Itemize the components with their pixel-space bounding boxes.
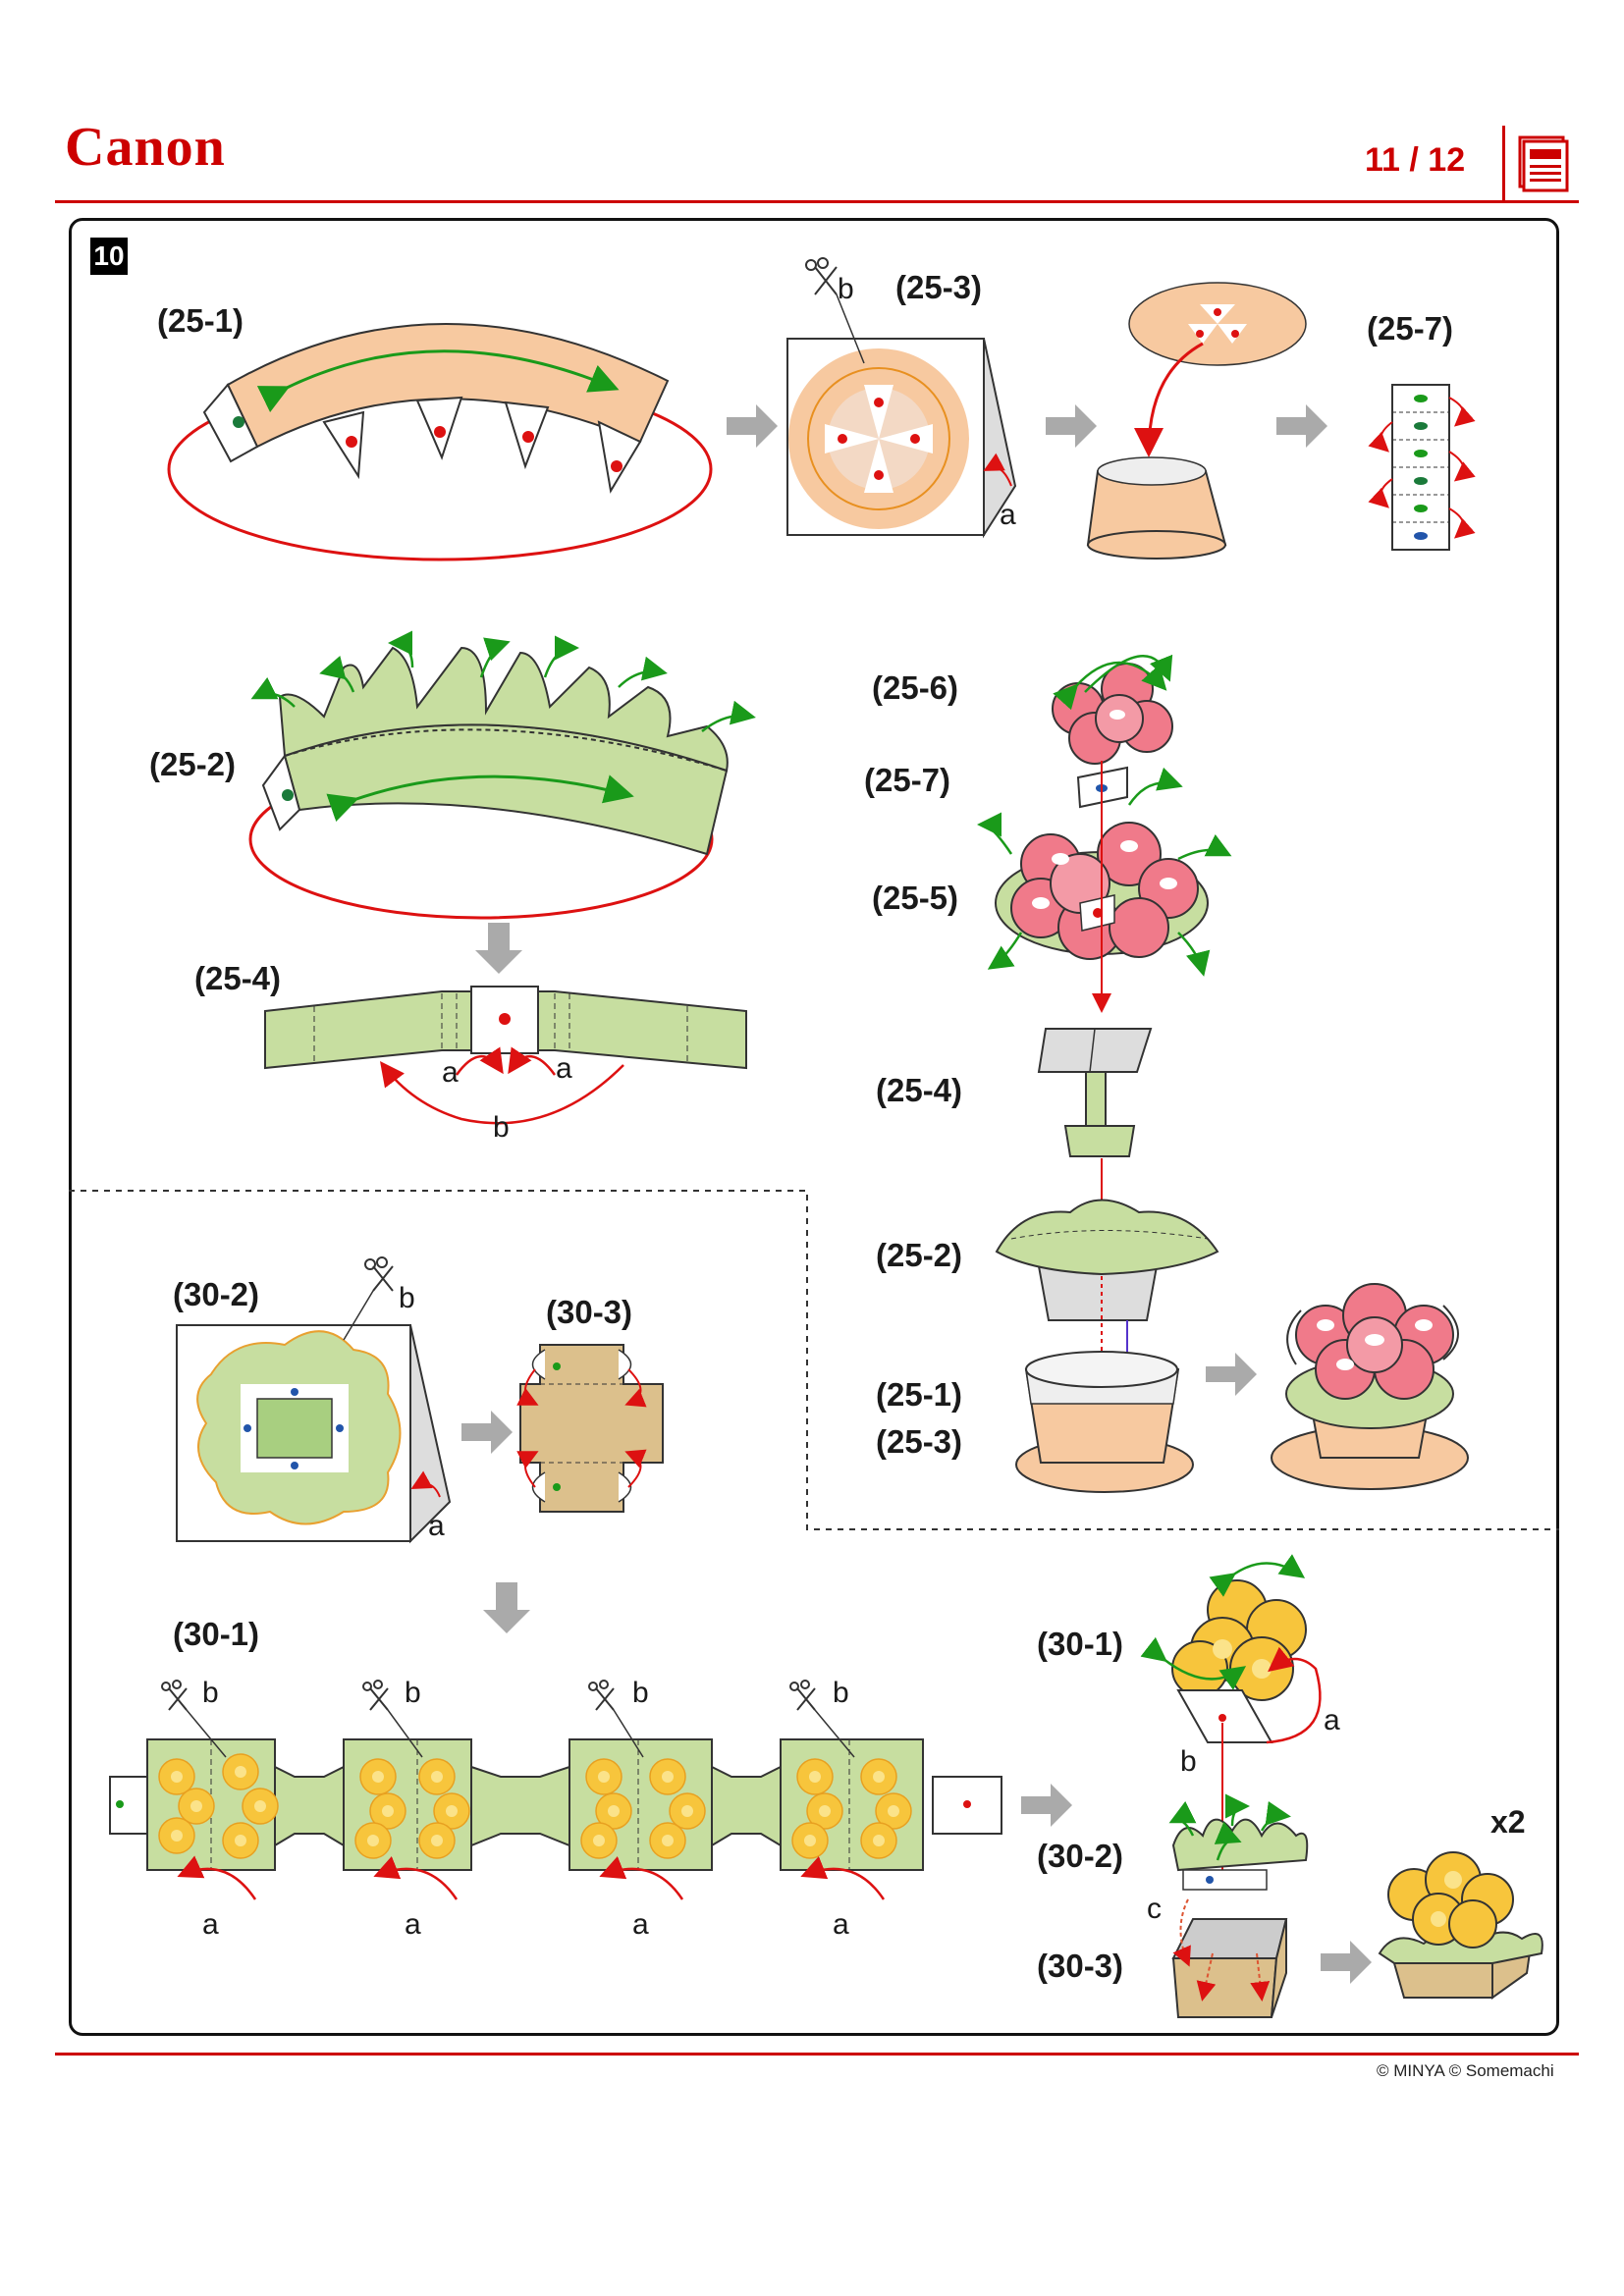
tag-a: a (442, 1056, 459, 1089)
label-25-1-right: (25-1) (876, 1376, 963, 1413)
label-30-3-right: (30-3) (1037, 1948, 1124, 1984)
finished-yellow-flowerbox (1378, 1851, 1543, 2000)
leaves-25-2 (995, 1199, 1219, 1321)
label-25-2: (25-2) (149, 746, 237, 782)
label-25-4: (25-4) (194, 960, 282, 996)
canon-logo: Canon (65, 117, 226, 178)
tag-b: b (632, 1677, 649, 1709)
next-arrow (461, 1411, 513, 1454)
next-arrow (1321, 1941, 1372, 1984)
tag-a: a (202, 1908, 219, 1941)
tag-a: a (405, 1908, 421, 1941)
next-arrow (1206, 1353, 1257, 1396)
next-arrow (727, 404, 778, 448)
label-25-7: (25-7) (864, 762, 951, 798)
box-30-3 (1171, 1898, 1288, 2018)
header-rule (55, 200, 1579, 203)
copyright: © MINYA © Somemachi (1377, 2061, 1554, 2080)
label-25-7-top: (25-7) (1367, 310, 1454, 347)
label-30-1: (30-1) (173, 1616, 260, 1652)
part-25-3 (786, 257, 1017, 539)
finished-pink-flowerpot (1271, 1283, 1469, 1490)
section-divider (69, 1190, 1559, 1530)
tag-b: b (833, 1677, 849, 1709)
tag-a: a (833, 1908, 849, 1941)
tag-a: a (1000, 499, 1016, 531)
pot-25-1-25-3 (1015, 1351, 1194, 1493)
next-arrow (1046, 404, 1097, 448)
label-25-5: (25-5) (872, 880, 959, 916)
tag-b: b (405, 1677, 421, 1709)
multiplier-x2: x2 (1490, 1804, 1526, 1840)
next-arrow (1276, 404, 1327, 448)
label-25-6: (25-6) (872, 669, 959, 706)
tag-b: b (202, 1677, 219, 1709)
label-30-3: (30-3) (546, 1294, 633, 1330)
part-30-1-strip (109, 1680, 1002, 1900)
instruction-panel (69, 218, 1559, 2036)
stem-25-4 (1037, 1028, 1153, 1157)
document-icon[interactable] (1516, 135, 1569, 192)
part-25-2 (248, 630, 756, 920)
pot-base-assembly (1086, 282, 1307, 560)
label-25-3-right: (25-3) (876, 1423, 963, 1460)
tag-b: b (838, 273, 854, 305)
label-25-4-right: (25-4) (876, 1072, 963, 1108)
footer-rule (55, 2053, 1579, 2056)
tag-b: b (493, 1111, 510, 1144)
page-indicator: 11 / 12 (1365, 141, 1466, 179)
tag-c: c (1147, 1893, 1162, 1925)
label-30-1-right: (30-1) (1037, 1626, 1124, 1662)
leaves-30-2 (1168, 1793, 1309, 1891)
step-number-badge: 10 (90, 238, 128, 275)
label-25-1: (25-1) (157, 302, 244, 339)
next-arrow-down (483, 1582, 530, 1633)
label-25-3: (25-3) (895, 269, 983, 305)
tag-a: a (428, 1510, 445, 1542)
part-30-2 (176, 1256, 452, 1544)
label-30-2: (30-2) (173, 1276, 260, 1312)
flower-25-6 (1052, 654, 1173, 765)
label-25-2-right: (25-2) (876, 1237, 963, 1273)
tag-a: a (1324, 1704, 1340, 1736)
part-25-4 (264, 986, 747, 1125)
part-25-1 (167, 323, 713, 561)
label-30-2-right: (30-2) (1037, 1838, 1124, 1874)
yellow-flower-30-1 (1140, 1554, 1322, 1744)
tag-a: a (556, 1052, 572, 1085)
header-separator (1502, 126, 1505, 200)
part-30-3 (516, 1344, 664, 1513)
tag-b: b (399, 1282, 415, 1314)
next-arrow (1021, 1784, 1072, 1827)
tag-a: a (632, 1908, 649, 1941)
tag-b: b (1180, 1745, 1197, 1778)
part-25-7 (1368, 384, 1476, 551)
next-arrow-down (475, 923, 522, 974)
flower-25-5 (977, 767, 1232, 977)
